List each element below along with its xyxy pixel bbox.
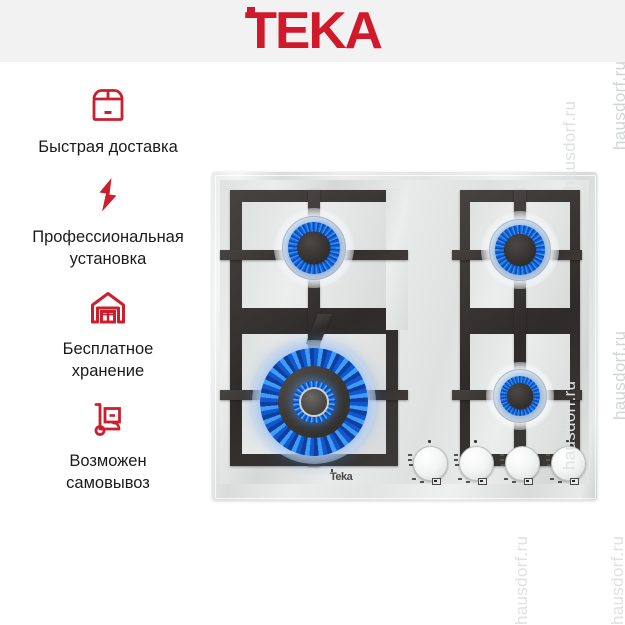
logo-tick-mark bbox=[246, 7, 255, 18]
burner-cap bbox=[504, 234, 536, 266]
knob-scale-mark bbox=[458, 478, 462, 480]
control-knob-2[interactable] bbox=[454, 440, 496, 485]
knob-scale-mark bbox=[504, 478, 508, 480]
burner-left-bottom-wok bbox=[252, 340, 376, 464]
watermark: hausdorf.ru bbox=[610, 330, 625, 420]
burner-cap bbox=[298, 232, 330, 264]
feature-item-installation: Профессиональная установка bbox=[8, 172, 208, 270]
knob-scale-mark bbox=[412, 478, 416, 480]
feature-list: Быстрая доставка Профессиональная устано… bbox=[8, 82, 208, 508]
burner-left-top bbox=[274, 208, 354, 288]
hob-surface: Teka bbox=[212, 172, 597, 500]
knob-scale-mark bbox=[454, 459, 458, 461]
feature-item-pickup: Возможен самовывоз bbox=[8, 396, 208, 494]
warehouse-icon bbox=[8, 284, 208, 330]
knob-scale-mark bbox=[550, 478, 554, 480]
feature-label: Быстрая доставка bbox=[38, 138, 178, 156]
watermark: hausdorf.ru bbox=[512, 535, 531, 625]
feature-label: Возможен самовывоз bbox=[66, 452, 150, 492]
control-knob-1[interactable] bbox=[408, 440, 450, 485]
knob-scale-mark bbox=[420, 481, 424, 483]
knob-indicator-dot bbox=[520, 440, 523, 443]
knob-scale-mark bbox=[408, 459, 412, 461]
grate-left-step-cut bbox=[386, 190, 408, 330]
feature-label: Бесплатное хранение bbox=[62, 340, 154, 380]
burner-right-top bbox=[480, 210, 560, 290]
knob-scale-mark bbox=[512, 481, 516, 483]
hob-brand-tick bbox=[331, 469, 333, 472]
control-knob-row bbox=[408, 440, 588, 486]
knob-scale-mark bbox=[546, 459, 550, 461]
product-image-gas-hob[interactable]: Teka bbox=[212, 172, 612, 502]
knob-scale-mark bbox=[500, 459, 504, 461]
knob-off-indicator bbox=[478, 478, 487, 485]
knob-scale-mark bbox=[547, 464, 551, 466]
watermark: hausdorf.ru bbox=[608, 535, 625, 625]
knob-scale-mark bbox=[500, 454, 504, 456]
wok-center-cap bbox=[299, 387, 329, 417]
hob-brand-text: Teka bbox=[330, 471, 353, 483]
lightning-bolt-icon bbox=[8, 172, 208, 218]
knob-off-indicator bbox=[524, 478, 533, 485]
hand-truck-icon bbox=[8, 396, 208, 442]
knob-scale-mark bbox=[546, 454, 550, 456]
knob-dial[interactable] bbox=[459, 446, 494, 481]
control-knob-4[interactable] bbox=[546, 440, 588, 485]
knob-scale-mark bbox=[501, 464, 505, 466]
teka-logo: TEKA bbox=[0, 0, 625, 62]
knob-off-indicator bbox=[570, 478, 579, 485]
knob-scale-mark bbox=[454, 454, 458, 456]
feature-label: Профессиональная установка bbox=[32, 228, 184, 268]
brand-name: TEKA bbox=[244, 2, 382, 60]
knob-dial[interactable] bbox=[551, 446, 586, 481]
knob-scale-mark bbox=[455, 464, 459, 466]
watermark: hausdorf.ru bbox=[610, 60, 625, 150]
knob-off-indicator bbox=[432, 478, 441, 485]
hob-brand-mark: Teka bbox=[330, 469, 353, 483]
box-icon bbox=[8, 82, 208, 128]
burner-right-bottom bbox=[484, 360, 556, 432]
knob-indicator-dot bbox=[474, 440, 477, 443]
knob-scale-mark bbox=[466, 481, 470, 483]
burner-cap bbox=[507, 383, 533, 409]
feature-item-storage: Бесплатное хранение bbox=[8, 284, 208, 382]
knob-dial[interactable] bbox=[413, 446, 448, 481]
knob-scale-mark bbox=[409, 464, 413, 466]
knob-dial[interactable] bbox=[505, 446, 540, 481]
knob-scale-mark bbox=[558, 481, 562, 483]
knob-indicator-dot bbox=[566, 440, 569, 443]
control-knob-3[interactable] bbox=[500, 440, 542, 485]
knob-scale-mark bbox=[408, 454, 412, 456]
page-header: TEKA bbox=[0, 0, 625, 62]
feature-item-delivery: Быстрая доставка bbox=[8, 82, 208, 158]
knob-indicator-dot bbox=[428, 440, 431, 443]
